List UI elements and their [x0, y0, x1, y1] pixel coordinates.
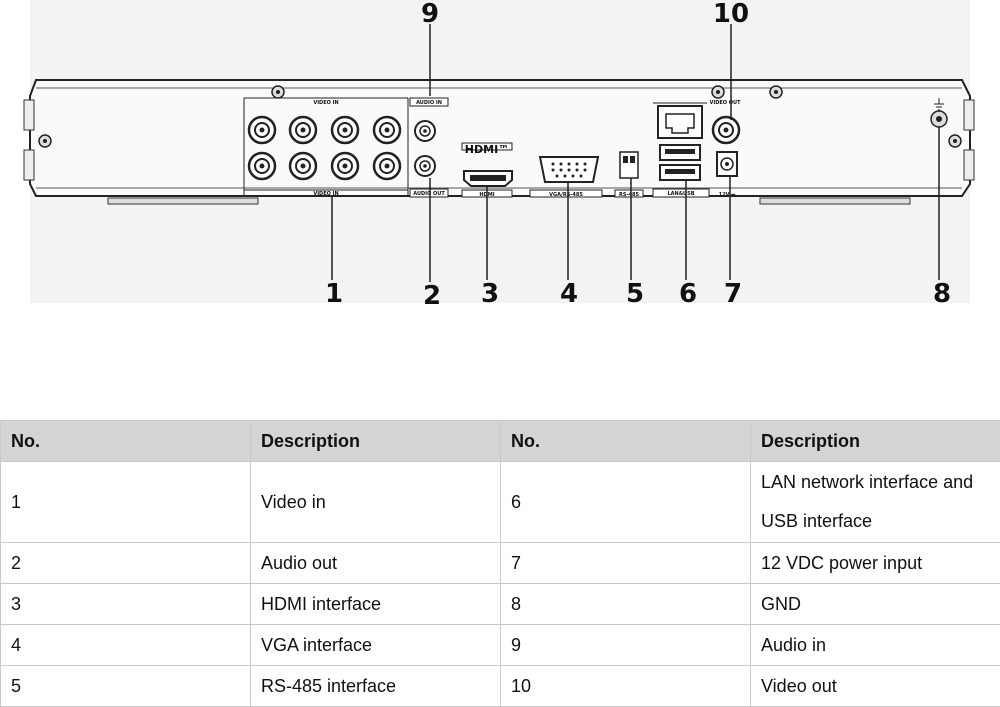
screw-icon	[769, 85, 783, 99]
bnc-connector-icon	[247, 151, 277, 181]
cell-no: 2	[0, 542, 251, 584]
cell-description: Video out	[750, 665, 1000, 707]
screw-icon	[711, 85, 725, 99]
cell-no: 6	[500, 461, 751, 543]
video-out-power-block: VIDEO OUT 12V ⎓	[709, 100, 741, 198]
cell-no: 7	[500, 542, 751, 584]
cell-description: RS-485 interface	[250, 665, 501, 707]
table-row: 5 RS-485 interface 10 Video out	[0, 665, 1000, 707]
bnc-connector-icon	[247, 115, 277, 145]
callout-7: 7	[724, 279, 742, 309]
usb-port-icon	[659, 144, 701, 161]
cell-description: HDMI interface	[250, 583, 501, 625]
hdmi-port-icon	[463, 170, 513, 187]
terminal-block-icon	[619, 151, 639, 179]
rs485-label: RS-485	[619, 192, 639, 198]
header-no-right: No.	[500, 420, 751, 462]
cell-description: Video in	[250, 461, 501, 543]
bnc-connector-icon	[372, 151, 402, 181]
table-row: 3 HDMI interface 8 GND	[0, 583, 1000, 625]
screw-icon	[948, 134, 962, 148]
vga-label: VGA/RS-485	[549, 192, 583, 198]
usb-port-icon	[659, 164, 701, 181]
bnc-connector-icon	[288, 115, 318, 145]
ethernet-port-icon	[657, 105, 703, 139]
cell-no: 1	[0, 461, 251, 543]
video-in-top-label: VIDEO IN	[313, 100, 338, 106]
table-row: 2 Audio out 7 12 VDC power input	[0, 542, 1000, 584]
callout-4: 4	[560, 279, 578, 309]
callout-1: 1	[325, 279, 343, 309]
callout-6: 6	[679, 279, 697, 309]
video-in-block: VIDEO IN VIDEO IN	[243, 97, 409, 197]
cell-no: 5	[0, 665, 251, 707]
lan-usb-block: LAN&USB	[652, 102, 710, 198]
cell-no: 3	[0, 583, 251, 625]
callout-9: 9	[421, 0, 439, 29]
callout-3: 3	[481, 279, 499, 309]
audio-in-label: AUDIO IN	[416, 100, 442, 106]
header-description-left: Description	[250, 420, 501, 462]
callout-10: 10	[713, 0, 749, 29]
bnc-connector-icon	[288, 151, 318, 181]
cell-no: 8	[500, 583, 751, 625]
hdmi-logo-label: HDMI™	[465, 143, 509, 156]
video-out-label: VIDEO OUT	[709, 100, 741, 106]
bnc-connector-icon	[711, 115, 741, 145]
table-header-row: No. Description No. Description	[0, 420, 1000, 462]
lan-usb-label: LAN&USB	[667, 191, 694, 197]
header-description-right: Description	[750, 420, 1000, 462]
callout-8: 8	[933, 279, 951, 309]
table-row: 1 Video in 6 LAN network interface and U…	[0, 461, 1000, 543]
rca-connector-icon	[414, 120, 436, 142]
cell-no: 9	[500, 624, 751, 666]
screw-icon	[271, 85, 285, 99]
bnc-connector-icon	[372, 115, 402, 145]
rear-panel-diagram: VIDEO IN VIDEO IN AUDIO IN AUDIO OUT HDM…	[23, 0, 975, 310]
power-jack-icon	[716, 151, 738, 177]
cell-description: Audio out	[250, 542, 501, 584]
bnc-connector-icon	[330, 151, 360, 181]
callout-2: 2	[423, 281, 441, 310]
leader-lines	[331, 24, 940, 282]
power-label: 12V ⎓	[719, 192, 736, 198]
vga-port-icon	[538, 156, 600, 183]
audio-block: AUDIO IN AUDIO OUT	[409, 97, 449, 198]
video-in-bottom-label: VIDEO IN	[313, 191, 338, 197]
screw-icon	[38, 134, 52, 148]
callout-5: 5	[626, 279, 644, 309]
port-description-table: No. Description No. Description 1 Video …	[0, 420, 1000, 707]
cell-description: GND	[750, 583, 1000, 625]
rs485-block: RS-485	[614, 151, 644, 198]
ground-screw-icon	[930, 98, 948, 128]
rca-connector-icon	[414, 155, 436, 177]
cell-no: 4	[0, 624, 251, 666]
header-no-left: No.	[0, 420, 251, 462]
cell-description: LAN network interface and USB interface	[750, 461, 1000, 543]
cell-description: Audio in	[750, 624, 1000, 666]
cell-no: 10	[500, 665, 751, 707]
cell-description: 12 VDC power input	[750, 542, 1000, 584]
vga-block: VGA/RS-485	[529, 156, 603, 198]
table-row: 4 VGA interface 9 Audio in	[0, 624, 1000, 666]
cell-description: VGA interface	[250, 624, 501, 666]
bnc-connector-icon	[330, 115, 360, 145]
